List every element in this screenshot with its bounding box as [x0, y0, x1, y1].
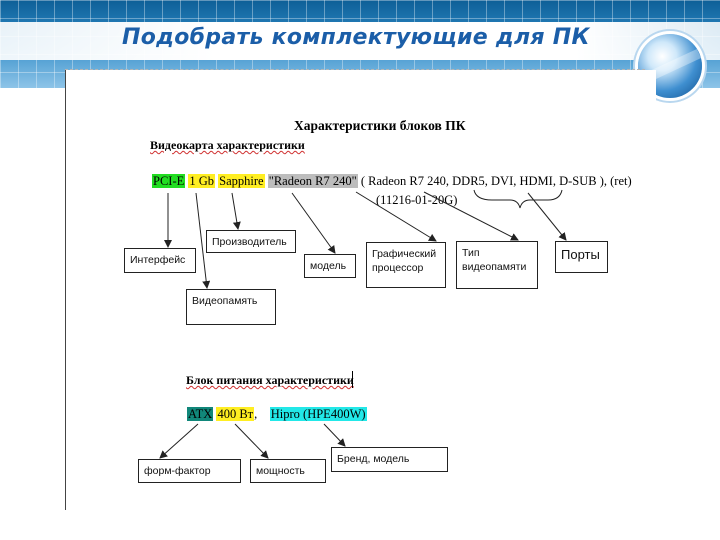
slide-header: Подобрать комплектующие для ПК [0, 0, 720, 88]
title-band [0, 22, 720, 60]
token-details: ( Radeon R7 240, DDR5, DVI, HDMI, D-SUB … [360, 174, 632, 188]
token-power: 400 Вт [216, 407, 255, 421]
ports-brace [473, 189, 563, 209]
token-maker: Sapphire [218, 174, 265, 188]
document-page [65, 70, 656, 510]
token-form-factor: ATX [187, 407, 214, 421]
label-ports: Порты [555, 241, 608, 273]
arrow-memory [195, 192, 211, 289]
arrow-form-factor [159, 423, 199, 459]
arrow-gpu [355, 191, 437, 242]
arrow-brand [323, 423, 346, 447]
doc-heading: Характеристики блоков ПК [294, 118, 466, 133]
label-interface: Интерфейс [124, 248, 196, 273]
psu-subheading: Блок питания характеристики [186, 373, 354, 387]
token-comma: , [254, 407, 258, 421]
label-maker: Производитель [206, 230, 296, 253]
label-gpu: Графический процессор [366, 242, 446, 288]
arrow-model [291, 192, 336, 254]
token-interface: PCI-E [152, 174, 186, 188]
gpu-subheading: Видеокарта характеристики [150, 138, 305, 152]
token-part: (11216-01-20G) [376, 193, 458, 207]
slide-title: Подобрать комплектующие для ПК [122, 25, 590, 50]
label-brand-model: Бренд, модель [331, 447, 448, 472]
arrow-memory-type [423, 191, 519, 241]
token-memory: 1 Gb [188, 174, 216, 188]
label-video-memory: Видеопамять [186, 289, 276, 325]
token-brand: Hipro (HPE400W) [269, 407, 367, 421]
gpu-spec-line: PCI-E 1 Gb Sapphire "Radeon R7 240" ( Ra… [152, 174, 632, 189]
label-form-factor: форм-фактор [138, 459, 241, 483]
arrow-maker [231, 192, 241, 230]
page-top-dashed-line [65, 69, 645, 70]
arrow-power [234, 423, 269, 459]
psu-spec-line: ATX 400 Вт, Hipro (HPE400W) [187, 407, 367, 422]
label-memory-type: Тип видеопамяти [456, 241, 538, 289]
text-cursor [352, 371, 353, 388]
label-power: мощность [250, 459, 326, 483]
label-model: модель [304, 254, 356, 278]
arrow-ports [527, 192, 567, 241]
token-model: "Radeon R7 240" [267, 174, 358, 188]
